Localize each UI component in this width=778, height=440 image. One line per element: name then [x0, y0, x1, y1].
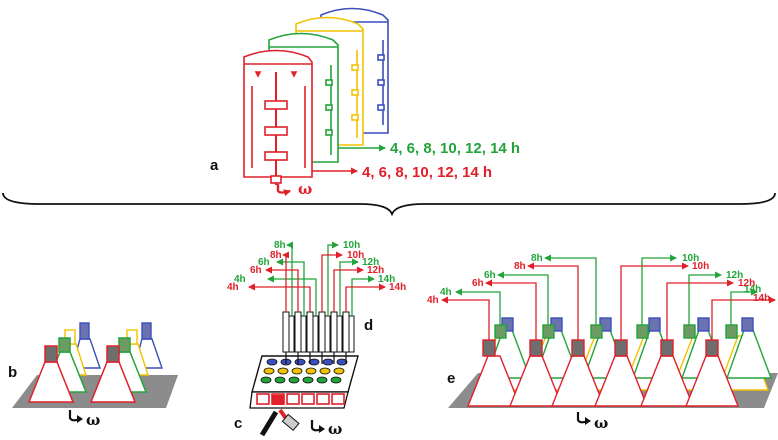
- label-b: b: [8, 364, 17, 381]
- time-label-red-6h-d: 6h: [250, 265, 262, 276]
- time-label-red-4h-e: 4h: [427, 295, 439, 306]
- red-tubing-d: [248, 251, 386, 312]
- flask-pair-1: [466, 317, 532, 407]
- time-label-green-6h-d: 6h: [258, 257, 270, 268]
- time-label-red-12h-e: 12h: [738, 278, 755, 289]
- label-c: c: [234, 415, 242, 432]
- omega-symbol-a: ω: [298, 180, 312, 198]
- time-label-green-4h-e: 4h: [440, 287, 452, 298]
- time-label-green-10h-e: 10h: [682, 253, 699, 264]
- label-e: e: [447, 370, 455, 387]
- label-d: d: [364, 317, 373, 334]
- time-label-green-10h-d: 10h: [343, 240, 360, 251]
- time-label-green-12h-e: 12h: [726, 270, 743, 281]
- panel-b-shaker: ω b: [8, 322, 178, 429]
- time-label-red-12h-d: 12h: [367, 265, 384, 276]
- time-label-green-4h-d: 4h: [234, 274, 246, 285]
- red-tubing-e: [441, 262, 776, 340]
- time-label-red-4h-d: 4h: [227, 282, 239, 293]
- label-a: a: [210, 157, 219, 174]
- time-label-red-10h-e: 10h: [692, 261, 709, 272]
- reactor-red: [243, 49, 313, 185]
- green-timeline-label: 4, 6, 8, 10, 12, 14 h: [390, 140, 520, 157]
- red-timeline-label: 4, 6, 8, 10, 12, 14 h: [362, 164, 492, 181]
- panel-cd-microplate: ω c d: [227, 240, 406, 438]
- time-label-green-6h-e: 6h: [484, 270, 496, 281]
- omega-symbol-b: ω: [86, 411, 100, 429]
- sampling-probes: [282, 311, 355, 353]
- fiber-probe: [259, 408, 300, 437]
- rotation-arrow-icon: [276, 184, 291, 197]
- time-label-green-12h-d: 12h: [362, 257, 379, 268]
- omega-symbol-e: ω: [594, 414, 608, 432]
- time-label-red-6h-e: 6h: [472, 278, 484, 289]
- time-label-green-14h-d: 14h: [378, 274, 395, 285]
- curly-brace: [2, 192, 776, 217]
- time-label-green-14h-e: 14h: [744, 284, 761, 295]
- flask-pair-6: [684, 317, 773, 407]
- time-label-green-8h-e: 8h: [531, 253, 543, 264]
- panel-a-bioreactors: 4, 6, 8, 10, 12, 14 h 4, 6, 8, 10, 12, 1…: [210, 7, 520, 198]
- time-label-green-8h-d: 8h: [274, 240, 286, 251]
- well-plate: [249, 355, 359, 409]
- green-tubing-e: [455, 254, 758, 325]
- panel-e-shaker: 4h 6h 8h 10h 12h 14h 4h 6h 8h 10h 12h 14…: [427, 253, 778, 432]
- time-label-red-10h-d: 10h: [347, 250, 364, 261]
- time-label-red-14h-d: 14h: [389, 282, 406, 293]
- time-label-red-14h-e: 14h: [753, 293, 770, 304]
- omega-symbol-c: ω: [328, 420, 342, 438]
- time-label-red-8h-d: 8h: [270, 250, 282, 261]
- time-label-red-8h-e: 8h: [514, 261, 526, 272]
